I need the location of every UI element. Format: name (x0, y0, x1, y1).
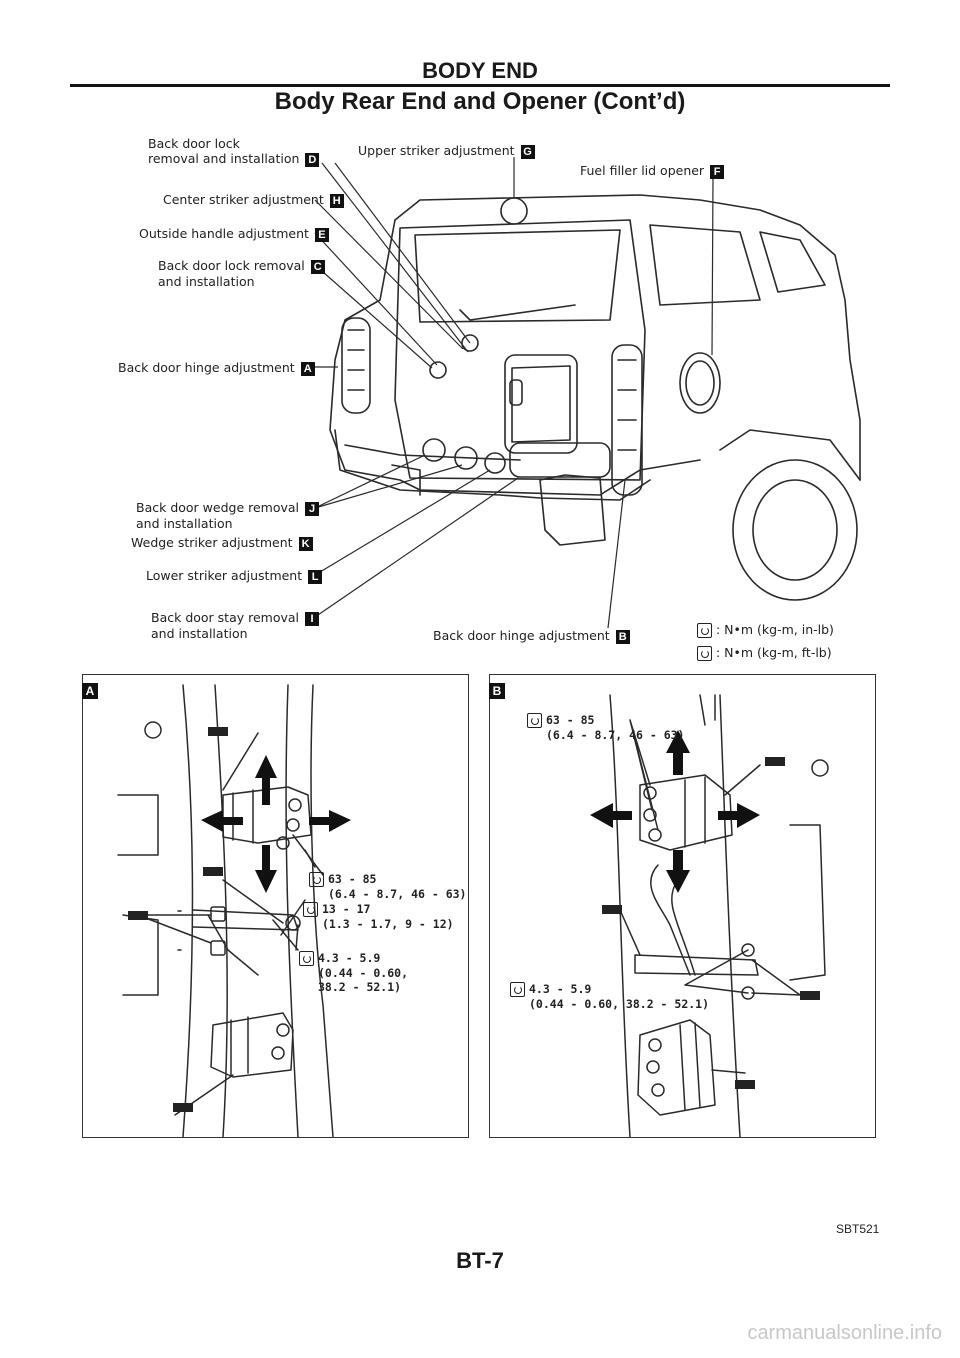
callout-line2: and installation (136, 515, 233, 531)
callout-line1: Lower striker adjustment (146, 568, 303, 583)
callout-door-stay-i: Back door stay removal I and installatio… (151, 610, 320, 641)
header-rule (70, 84, 890, 87)
legend-text: : N•m (kg-m, ft-lb) (716, 645, 832, 660)
callout-badge: H (329, 193, 344, 208)
torque-conversion: (6.4 - 8.7, 46 - 63) (328, 887, 467, 901)
callout-badge: J (305, 501, 320, 516)
callout-badge: I (305, 611, 320, 626)
torque-spec-hinge-bolt: 63 - 85 (6.4 - 8.7, 46 - 63) (309, 872, 466, 901)
callout-line2: removal and installation (148, 151, 300, 166)
callout-line1: Back door hinge adjustment (118, 360, 295, 375)
callout-line2: and installation (158, 273, 255, 289)
torque-conversion: (0.44 - 0.60, 38.2 - 52.1) (529, 997, 710, 1011)
callout-line2: and installation (151, 625, 248, 641)
callout-badge: F (710, 164, 725, 179)
torque-conversion: (1.3 - 1.7, 9 - 12) (322, 917, 454, 931)
figure-code: SBT521 (836, 1222, 880, 1236)
torque-wrench-icon (527, 713, 542, 728)
detail-panel-a: A (82, 674, 469, 1138)
callout-back-door-lock-c: Back door lock removal C and installatio… (158, 258, 325, 289)
callout-line1: Fuel filler lid opener (580, 163, 705, 178)
callout-hinge-adjust-a: Back door hinge adjustment A (118, 360, 315, 376)
callout-hinge-adjust-b: Back door hinge adjustment B (433, 628, 630, 644)
torque-wrench-icon (697, 623, 712, 638)
callout-line1: Back door lock (148, 136, 240, 151)
watermark: carmanualsonline.info (747, 1322, 942, 1344)
panel-letter-badge: A (82, 683, 98, 699)
legend-item-in-lb: : N•m (kg-m, in-lb) (697, 622, 834, 638)
callout-line1: Back door lock removal (158, 258, 305, 273)
hinge-b-illustration (590, 694, 829, 1137)
callout-badge: C (310, 259, 325, 274)
torque-wrench-icon (510, 982, 525, 997)
callout-line1: Wedge striker adjustment (131, 535, 293, 550)
callout-line1: Outside handle adjustment (139, 226, 309, 241)
callout-line1: Center striker adjustment (163, 192, 324, 207)
torque-spec-hinge-bolt: 63 - 85 (6.4 - 8.7, 46 - 63) (527, 713, 684, 742)
callout-wedge-removal-j: Back door wedge removal J and installati… (136, 500, 320, 531)
callout-badge: D (305, 152, 320, 167)
torque-spec-stay-bolt: 13 - 17 (1.3 - 1.7, 9 - 12) (303, 902, 454, 931)
callout-badge: G (520, 144, 535, 159)
section-title: BODY END (422, 58, 538, 83)
vehicle-rear-illustration (307, 157, 861, 629)
torque-value: 4.3 - 5.9 (529, 982, 592, 996)
callout-lower-striker-l: Lower striker adjustment L (146, 568, 323, 584)
callout-back-door-lock-d: Back door lock removal and installation … (148, 136, 320, 167)
torque-wrench-icon (309, 872, 324, 887)
torque-wrench-icon (299, 951, 314, 966)
detail-panel-b: B (489, 674, 876, 1138)
legend-text: : N•m (kg-m, in-lb) (716, 622, 834, 637)
torque-conversion: (0.44 - 0.60, (318, 966, 409, 980)
hinge-a-illustration (117, 684, 351, 1137)
callout-wedge-striker-k: Wedge striker adjustment K (131, 535, 313, 551)
legend-item-ft-lb: : N•m (kg-m, ft-lb) (697, 645, 832, 661)
torque-wrench-icon (697, 646, 712, 661)
torque-conversion: (6.4 - 8.7, 46 - 63) (546, 728, 685, 742)
torque-wrench-icon (303, 902, 318, 917)
torque-spec-stay-nut: 4.3 - 5.9 (0.44 - 0.60, 38.2 - 52.1) (299, 951, 408, 994)
callout-upper-striker-g: Upper striker adjustment G (358, 143, 535, 159)
panel-letter-badge: B (489, 683, 505, 699)
callout-badge: B (615, 629, 630, 644)
callout-center-striker-h: Center striker adjustment H (163, 192, 344, 208)
torque-value: 63 - 85 (546, 713, 595, 727)
callout-badge: K (298, 536, 313, 551)
torque-spec-stay-nut: 4.3 - 5.9 (0.44 - 0.60, 38.2 - 52.1) (510, 982, 709, 1011)
callout-line1: Upper striker adjustment (358, 143, 515, 158)
callout-outside-handle-e: Outside handle adjustment E (139, 226, 329, 242)
callout-line1: Back door hinge adjustment (433, 628, 610, 643)
callout-line1: Back door stay removal (151, 610, 300, 625)
torque-value: 13 - 17 (322, 902, 371, 916)
callout-line1: Back door wedge removal (136, 500, 300, 515)
callout-badge: A (300, 361, 315, 376)
page-number: BT-7 (456, 1248, 504, 1273)
callout-fuel-filler-f: Fuel filler lid opener F (580, 163, 725, 179)
page-title: Body Rear End and Opener (Cont’d) (274, 88, 686, 115)
torque-conversion-cont: 38.2 - 52.1) (318, 980, 402, 994)
torque-value: 63 - 85 (328, 872, 377, 886)
callout-badge: E (314, 227, 329, 242)
torque-value: 4.3 - 5.9 (318, 951, 381, 965)
callout-badge: L (308, 569, 323, 584)
